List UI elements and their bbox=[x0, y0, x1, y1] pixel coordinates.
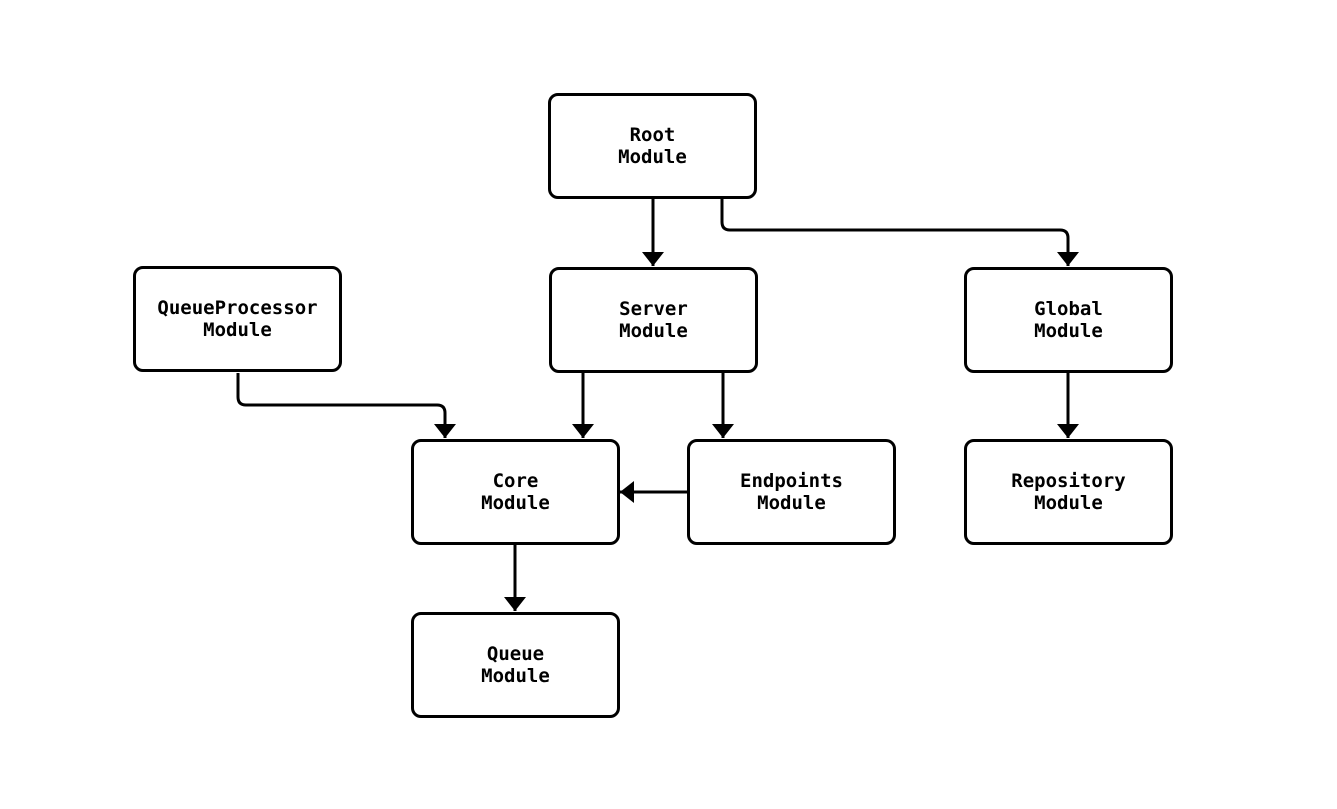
node-label-line2: Module bbox=[481, 492, 550, 514]
edge-queueprocessor-to-core bbox=[236, 373, 456, 438]
node-repository-module: Repository Module bbox=[964, 439, 1173, 545]
node-label-line1: QueueProcessor bbox=[157, 297, 318, 319]
node-label-line1: Repository bbox=[1011, 470, 1126, 492]
node-label-line2: Module bbox=[1034, 492, 1103, 514]
node-queueprocessor-module: QueueProcessor Module bbox=[133, 266, 342, 372]
node-label-line2: Module bbox=[618, 146, 687, 168]
node-label-line1: Global bbox=[1034, 298, 1103, 320]
node-queue-module: Queue Module bbox=[411, 612, 620, 718]
node-root-module: Root Module bbox=[548, 93, 757, 199]
node-global-module: Global Module bbox=[964, 267, 1173, 373]
edge-root-to-global bbox=[720, 198, 1079, 266]
node-label-line1: Queue bbox=[486, 643, 545, 665]
node-label-line2: Module bbox=[203, 319, 272, 341]
node-label-line1: Root bbox=[629, 124, 676, 146]
node-label-line2: Module bbox=[757, 492, 826, 514]
node-label-line1: Core bbox=[492, 470, 539, 492]
node-core-module: Core Module bbox=[411, 439, 620, 545]
node-label-line2: Module bbox=[1034, 320, 1103, 342]
node-label-line1: Server bbox=[619, 298, 688, 320]
node-label-line2: Module bbox=[481, 665, 550, 687]
node-server-module: Server Module bbox=[549, 267, 758, 373]
node-label-line2: Module bbox=[619, 320, 688, 342]
node-label-line1: Endpoints bbox=[740, 470, 843, 492]
node-endpoints-module: Endpoints Module bbox=[687, 439, 896, 545]
